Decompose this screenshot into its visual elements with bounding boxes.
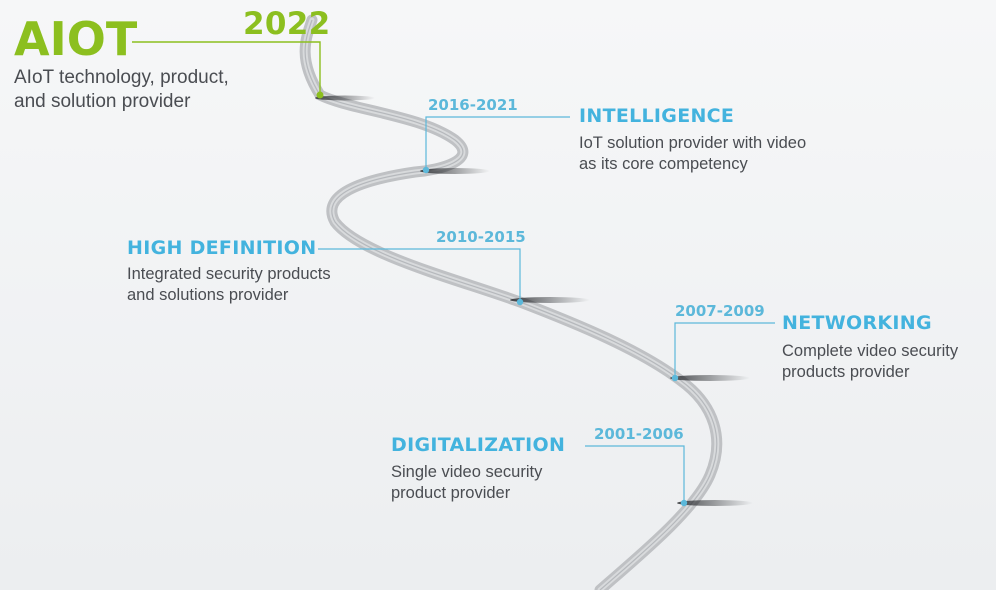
- stage-title-digitalization: DIGITALIZATION: [391, 434, 566, 456]
- stage-desc-intelligence-2: as its core competency: [579, 155, 748, 173]
- dot-networking: [671, 374, 679, 382]
- leader-networking: [674, 322, 775, 378]
- shadow-aiot: [315, 95, 375, 101]
- stage-year-aiot: 2022: [243, 6, 331, 42]
- shadow-high-definition: [510, 297, 590, 303]
- stage-desc-intelligence-1: IoT solution provider with video: [579, 134, 807, 152]
- dot-high-definition: [516, 298, 524, 306]
- stage-year-networking: 2007-2009: [675, 302, 765, 320]
- leader-digitalization: [585, 445, 685, 503]
- leader-high-definition: [318, 248, 521, 302]
- stage-title-intelligence: INTELLIGENCE: [579, 105, 735, 127]
- stage-desc-aiot-2: and solution provider: [14, 91, 191, 112]
- stage-year-intelligence: 2016-2021: [428, 96, 518, 114]
- shadow-intelligence: [420, 168, 490, 174]
- stage-desc-digitalization-2: product provider: [391, 484, 511, 502]
- dot-aiot: [316, 91, 324, 99]
- dot-digitalization: [680, 499, 688, 507]
- stage-year-high-definition: 2010-2015: [436, 228, 526, 246]
- stage-title-networking: NETWORKING: [782, 312, 932, 334]
- stage-desc-aiot-1: AIoT technology, product,: [14, 67, 229, 88]
- shadow-digitalization: [677, 500, 753, 506]
- shadow-networking: [670, 375, 750, 381]
- stage-title-high-definition: HIGH DEFINITION: [127, 237, 317, 259]
- stage-desc-networking-2: products provider: [782, 363, 910, 381]
- stage-year-digitalization: 2001-2006: [594, 425, 684, 443]
- stage-desc-digitalization-1: Single video security: [391, 463, 543, 481]
- stage-desc-networking-1: Complete video security: [782, 342, 959, 360]
- leader-aiot: [132, 41, 321, 95]
- stage-desc-high-definition-1: Integrated security products: [127, 265, 331, 283]
- leader-intelligence: [425, 116, 570, 170]
- stage-title-aiot: AIOT: [14, 12, 138, 66]
- stage-desc-high-definition-2: and solutions provider: [127, 286, 289, 304]
- dot-intelligence: [422, 166, 430, 174]
